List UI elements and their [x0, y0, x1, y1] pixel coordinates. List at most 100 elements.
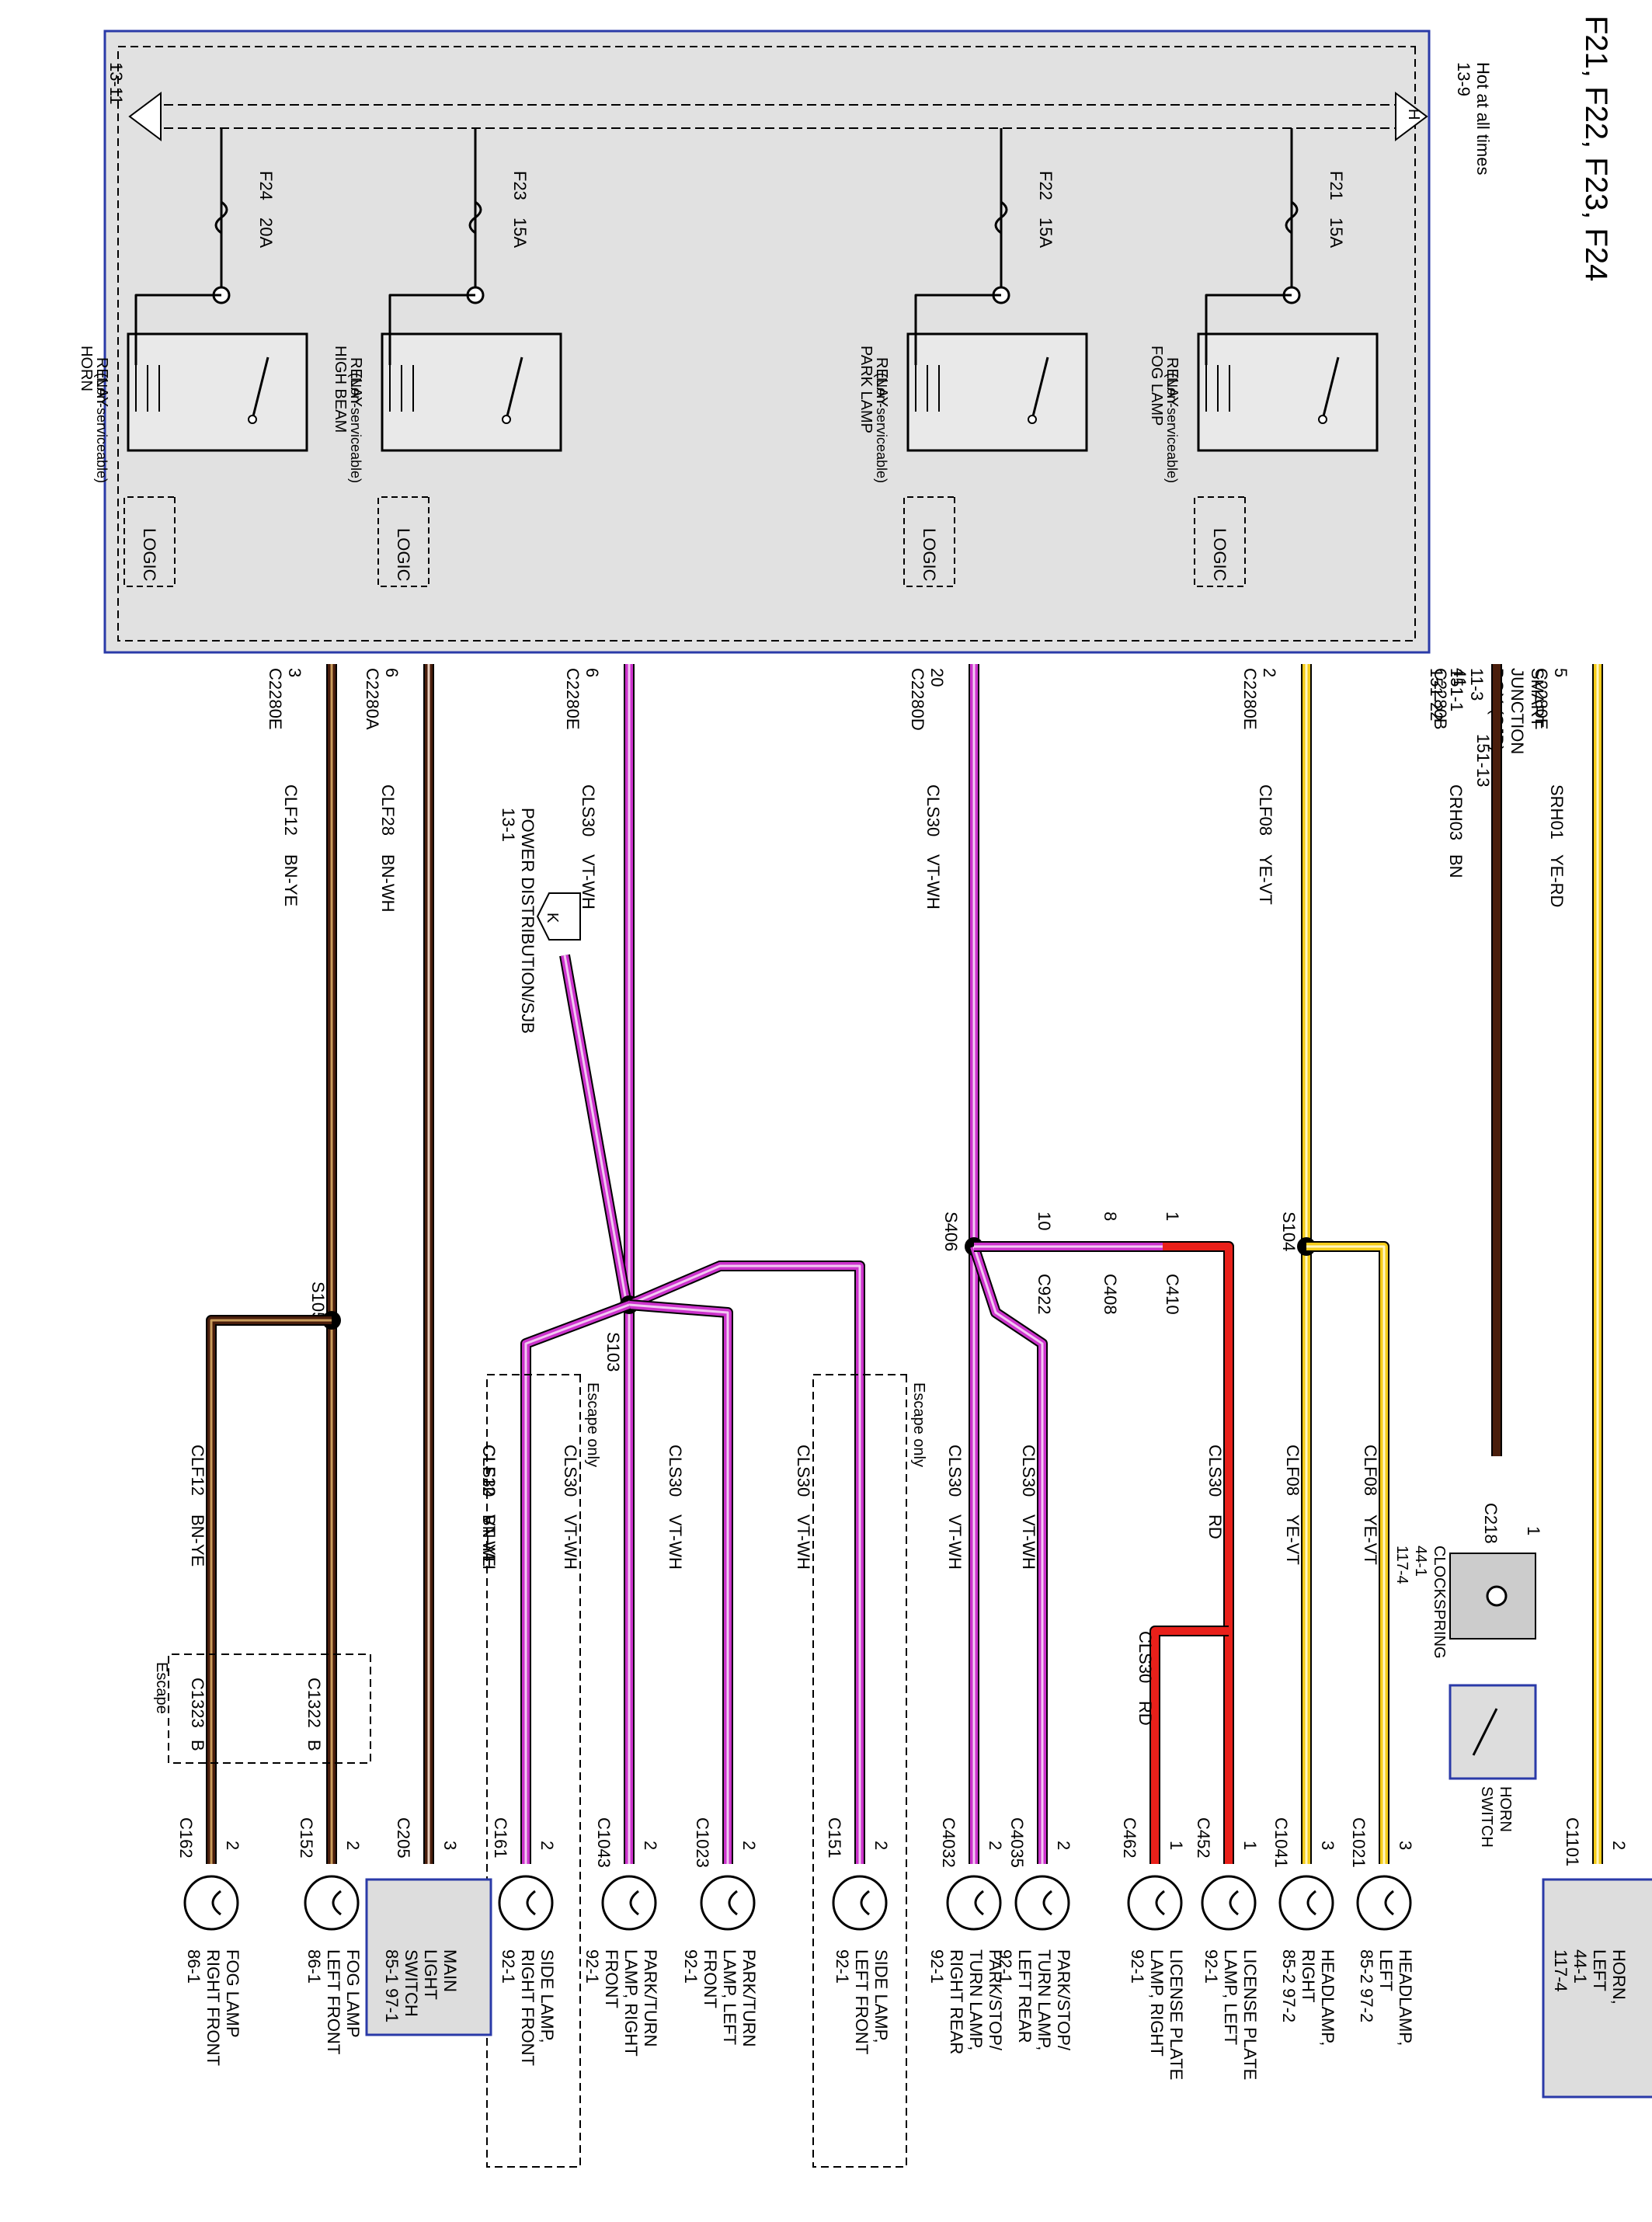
- wire-color: YE-VT: [1361, 1514, 1380, 1565]
- sjb-label: 151-22: [1427, 668, 1446, 722]
- wire-circuit: CLF28: [378, 784, 398, 836]
- load-label: 85-2 97-2: [1279, 1949, 1299, 2022]
- c922-pin: 10: [1035, 1212, 1054, 1230]
- load-label: LAMP, RIGHT: [1147, 1949, 1167, 2057]
- relay-coil: [1205, 365, 1230, 412]
- relay-coil-feed: [914, 294, 1001, 365]
- load-label: RIGHT FRONT: [203, 1949, 223, 2066]
- load-connector: C161: [491, 1817, 510, 1859]
- lamp-filament: [974, 1890, 984, 1916]
- relay-label: (Non-serviceable): [94, 373, 110, 483]
- logic-label: LOGIC: [140, 528, 159, 582]
- load-pin: 3: [1396, 1841, 1415, 1850]
- load-pin: 2: [986, 1841, 1005, 1850]
- load-label: TURN LAMP,: [966, 1949, 986, 2050]
- load-label: 85-1 97-1: [382, 1949, 402, 2022]
- lamp-filament: [332, 1890, 342, 1916]
- sjb-label: 151-1: [1447, 668, 1466, 711]
- load-pin: 2: [537, 1841, 557, 1850]
- load-connector: C1021: [1349, 1817, 1369, 1868]
- wire-cls30-left-rear-stripe: [972, 1246, 1044, 1864]
- lamp-symbol: [832, 1875, 888, 1931]
- load-pin: 2: [641, 1841, 660, 1850]
- wire-circuit: CLS30: [666, 1445, 685, 1497]
- wire-circuit: CLF12: [479, 1445, 499, 1496]
- fuse-symbol-f21: [1285, 200, 1299, 235]
- horn-box: [1542, 1878, 1652, 2099]
- lamp-filament: [1306, 1890, 1316, 1916]
- load-connector: C151: [825, 1817, 844, 1859]
- escape-only-left-front: [812, 1374, 907, 2168]
- fuse-rating: 20A: [256, 217, 276, 248]
- wire-color: BN: [1446, 854, 1466, 878]
- load-connector: C4032: [939, 1817, 958, 1868]
- load-label: LAMP, LEFT: [720, 1949, 739, 2045]
- sjb-pin: 41: [1450, 668, 1469, 687]
- relay-contact: [1031, 356, 1049, 420]
- load-label: 92-1: [681, 1949, 701, 1984]
- relay-contact-pin: [248, 415, 257, 424]
- load-label: LEFT: [1590, 1949, 1609, 1991]
- load-pin: 2: [1054, 1841, 1073, 1850]
- wire-circuit: CLS30: [1019, 1445, 1038, 1497]
- wire-circuit: CLS30: [945, 1445, 965, 1497]
- load-label: LICENSE PLATE: [1167, 1949, 1186, 2080]
- wire-color: VT-WH: [1019, 1514, 1038, 1570]
- wire-color: VT-WH: [794, 1514, 813, 1570]
- splice-label: S105: [308, 1281, 328, 1321]
- wire-color: BN-YE: [281, 854, 301, 906]
- page-title: F21, F22, F23, F24: [1579, 16, 1613, 281]
- load-pin: 3: [1318, 1841, 1337, 1850]
- load-connector: C462: [1120, 1817, 1139, 1859]
- sjb-box: [103, 30, 1431, 654]
- wire-clf08-branch-stripe: [1306, 1245, 1386, 1864]
- wire-color: VT-WH: [666, 1514, 685, 1570]
- escape-only-label: Escape only: [910, 1382, 927, 1467]
- power-dist-label: POWER DISTRIBUTION/SJB: [518, 808, 537, 1034]
- c1323-pin: B: [188, 1740, 207, 1751]
- wire-color: YE-RD: [1547, 854, 1567, 907]
- load-connector: C205: [394, 1817, 413, 1859]
- load-label: FRONT: [602, 1949, 621, 2008]
- c1322-pin: B: [304, 1740, 324, 1751]
- clockspring-label: CLOCKSPRING: [1431, 1546, 1448, 1659]
- load-pin: 2: [343, 1841, 363, 1850]
- wire-circuit: SRH01: [1547, 784, 1567, 840]
- fuse-name: F24: [256, 171, 276, 200]
- wire-circuit: CLF08: [1283, 1445, 1302, 1496]
- wire-clf12-branch-stripe: [210, 1319, 332, 1864]
- escape-only-label: Escape only: [584, 1382, 601, 1467]
- load-label: RIGHT FRONT: [518, 1949, 537, 2066]
- load-label: 86-1: [184, 1949, 203, 1984]
- relay-contact: [1321, 356, 1340, 420]
- load-label: MAIN: [440, 1949, 460, 1992]
- relay-coil: [915, 365, 940, 412]
- horn-switch-label: HORN: [1497, 1786, 1514, 1832]
- wire-color: BN-WH: [378, 854, 398, 913]
- load-label: PARK/STOP/: [986, 1949, 1005, 2051]
- sjb-pin: 2: [1260, 668, 1279, 677]
- power-dist-connector: [536, 892, 581, 941]
- horn-switch-box: [1449, 1684, 1537, 1780]
- wire-circuit: CLS30: [923, 784, 943, 836]
- sjb-label: 11-3: [1467, 668, 1487, 701]
- splice-label: S103: [603, 1332, 623, 1372]
- load-label: 117-4: [1551, 1949, 1570, 1992]
- c1323-name: C1323: [188, 1678, 207, 1728]
- relay-label: RELAY: [1163, 357, 1181, 407]
- wire-color: VT-WH: [923, 854, 943, 909]
- load-label: 92-1: [996, 1949, 1015, 1984]
- wire-cls30-rd-left: [1163, 1243, 1233, 1864]
- wire-circuit: CLS30: [579, 784, 598, 836]
- load-label: LAMP, RIGHT: [621, 1949, 641, 2057]
- load-connector: C162: [176, 1817, 196, 1859]
- load-label: LIGHT: [421, 1949, 440, 2000]
- load-label: 92-1: [1202, 1949, 1221, 1984]
- load-pin: 1: [1240, 1841, 1260, 1850]
- sjb-pin: 5: [1551, 668, 1570, 677]
- sjb-label: SMART: [1528, 668, 1547, 728]
- load-pin: 1: [1167, 1841, 1186, 1850]
- logic-label: LOGIC: [920, 528, 939, 582]
- lamp-filament: [1042, 1890, 1052, 1916]
- power-dist-letter: K: [544, 913, 561, 923]
